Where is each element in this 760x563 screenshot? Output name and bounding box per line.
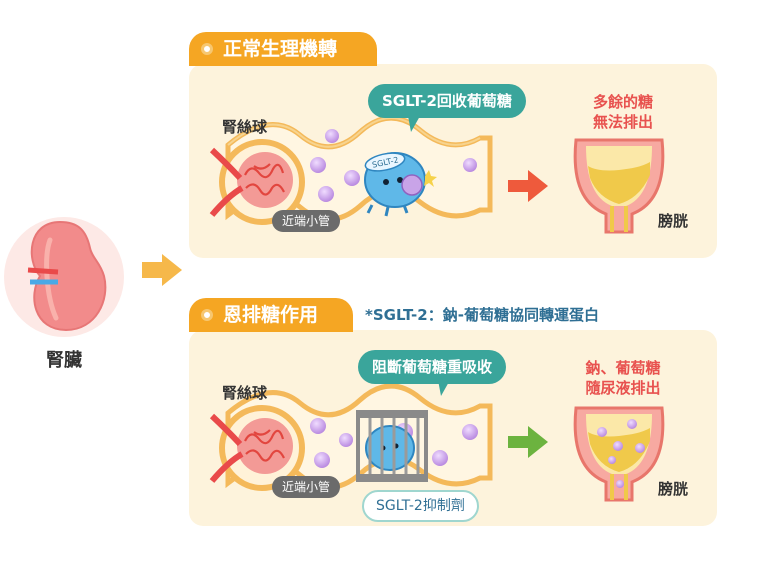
- panel-top-title: 正常生理機轉: [189, 32, 377, 66]
- sglt2-mascot-icon: [364, 152, 437, 217]
- bladder-label-bottom: 膀胱: [658, 480, 689, 498]
- bladder-icon: [573, 138, 665, 234]
- arrow-icon: [508, 170, 548, 202]
- glomerulus-icon: [209, 405, 305, 491]
- panel-bottom-title-text: 恩排糖作用: [223, 304, 319, 326]
- sglt2-bubble-top: SGLT-2回收葡萄糖: [368, 84, 526, 118]
- bladder-icon: [573, 406, 665, 502]
- result-line-1: 多餘的糖: [592, 93, 653, 111]
- cage-icon: [356, 410, 428, 482]
- glomerulus-icon: [209, 139, 305, 225]
- result-text-bottom: 鈉、葡萄糖 隨尿液排出: [566, 358, 680, 398]
- arrow-icon: [508, 426, 548, 458]
- result-line-1: 鈉、葡萄糖: [585, 359, 661, 377]
- glucose-molecules-bottom: [310, 418, 478, 468]
- result-text-top: 多餘的糖 無法排出: [568, 92, 678, 132]
- glomerulus-label-top: 腎絲球: [222, 118, 268, 136]
- block-bubble-bottom: 阻斷葡萄糖重吸收: [358, 350, 507, 384]
- result-line-2: 隨尿液排出: [585, 379, 661, 397]
- tubule-label-top: 近端小管: [272, 210, 341, 232]
- glucose-molecules-top: [310, 129, 477, 202]
- result-line-2: 無法排出: [592, 113, 653, 131]
- kidney-label: 腎臟: [46, 350, 82, 371]
- panel-top-title-text: 正常生理機轉: [223, 38, 338, 60]
- panel-bottom-title: 恩排糖作用: [189, 298, 353, 332]
- glomerulus-label-bottom: 腎絲球: [222, 384, 268, 402]
- arrow-icon: [142, 254, 182, 286]
- kidney-icon: [4, 217, 124, 337]
- bullet-icon: [201, 43, 213, 55]
- tubule-label-bottom: 近端小管: [272, 476, 341, 498]
- bladder-label-top: 膀胱: [658, 212, 689, 230]
- bullet-icon: [201, 309, 213, 321]
- sglt2-footnote: *SGLT-2：鈉-葡萄糖協同轉運蛋白: [365, 306, 599, 324]
- inhibitor-tag: SGLT-2抑制劑: [362, 490, 479, 522]
